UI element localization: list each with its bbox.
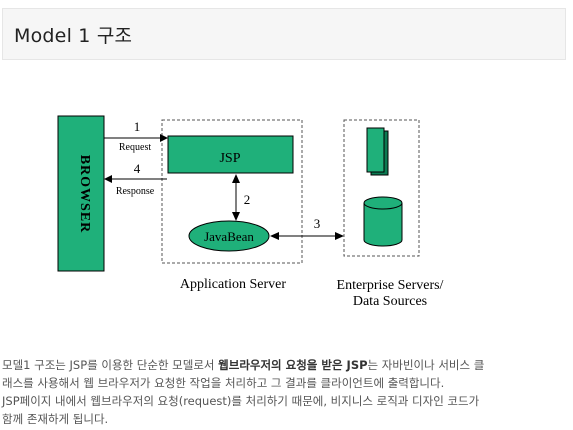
jsp-label: JSP xyxy=(219,151,240,166)
arrow4-label: Response xyxy=(116,186,155,197)
application-server-container xyxy=(161,119,303,264)
javabean-label: JavaBean xyxy=(204,229,254,244)
description-line-4: 함께 존재하게 됩니다. xyxy=(2,412,109,426)
enterprise-container xyxy=(343,119,420,257)
arrow1-label: Request xyxy=(119,142,151,153)
section-header: Model 1 구조 xyxy=(2,8,566,60)
browser-label: BROWSER xyxy=(77,155,92,234)
enterprise-label-line1: Enterprise Servers/ xyxy=(337,278,444,293)
description-line-3: JSP페이지 내에서 웹브라우저의 요청(request)를 처리하기 때문에,… xyxy=(2,394,480,408)
description-emphasis: 웹브라우저의 요청을 받은 JSP xyxy=(218,358,368,372)
description-line-2: 래스를 사용해서 웹 브라우저가 요청한 작업을 처리하고 그 결과를 클라이언… xyxy=(2,376,445,390)
description-line-1: 모델1 구조는 JSP를 이용한 단순한 모델로서 웹브라우저의 요청을 받은 … xyxy=(2,356,570,374)
database-icon xyxy=(363,196,403,247)
page-title: Model 1 구조 xyxy=(14,25,133,47)
arrow3-number: 3 xyxy=(314,216,321,231)
arrow2-number: 2 xyxy=(244,192,251,207)
browser-box xyxy=(57,115,105,272)
jsp-javabean-arrowhead-down xyxy=(232,212,240,221)
arrow1-number: 1 xyxy=(134,119,141,134)
javabean-datasource-arrowhead-left xyxy=(270,232,279,240)
javabean-ellipse xyxy=(188,220,270,252)
javabean-datasource-arrowhead-right xyxy=(335,232,344,240)
description-text-a: 모델1 구조는 JSP를 이용한 단순한 모델로서 xyxy=(2,358,219,372)
description: 모델1 구조는 JSP를 이용한 단순한 모델로서 웹브라우저의 요청을 받은 … xyxy=(2,356,570,428)
jsp-box xyxy=(167,135,294,174)
server-icon xyxy=(366,127,385,173)
enterprise-label-line2: Data Sources xyxy=(353,294,427,309)
jsp-javabean-arrowhead-up xyxy=(232,174,240,183)
application-server-label: Application Server xyxy=(180,277,286,292)
description-text-c: 는 자바빈이나 서비스 클 xyxy=(367,358,485,372)
arrow4-number: 4 xyxy=(134,161,141,176)
model1-diagram: BROWSER JSP JavaBean Application Server … xyxy=(57,115,444,309)
